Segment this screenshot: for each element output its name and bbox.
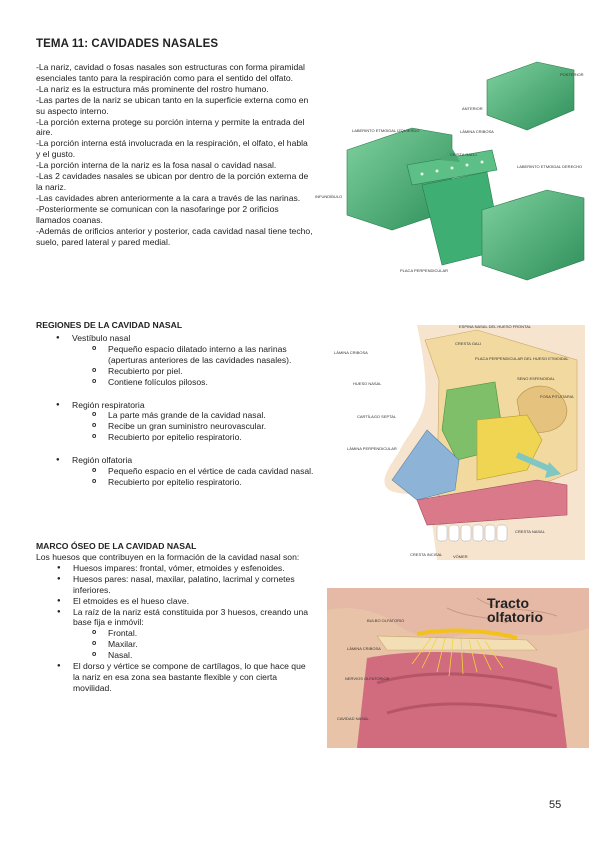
intro-paragraph: -Las cavidades abren anteriormente a la … (36, 192, 301, 203)
list-item: Pequeño espacio en el vértice de cada ca… (36, 466, 326, 477)
fig2-label-cresta-nasal: CRESTA NASAL (515, 529, 546, 534)
list-item: Recibe un gran suministro neurovascular. (36, 421, 326, 432)
ethmoid-illustration: POSTERIOR ANTERIOR LABERINTO ETMOIDAL IZ… (315, 61, 585, 281)
fig1-label-laberinto-der: LABERINTO ETMOIDAL DERECHO (517, 164, 582, 169)
region-respiratoria: Región respiratoria (36, 400, 326, 411)
fig2-label-lamina-cribosa: LÁMINA CRIBOSA (334, 350, 368, 355)
fig2-label-seno-esfenoidal: SENO ESFENOIDAL (517, 376, 556, 381)
list-item: Recubierto por epitelio respiratorio. (36, 432, 326, 443)
list-item: Huesos pares: nasal, maxilar, palatino, … (36, 574, 314, 596)
fig2-label-crista-galli: CRESTA GALI (455, 341, 481, 346)
list-item: Recubierto por epitelio respiratorio. (36, 477, 326, 488)
fig1-label-infundibulo: INFUNDÍBULO (315, 194, 342, 199)
fig2-label-vomer: VÓMER (453, 554, 468, 559)
bones-section: Los huesos que contribuyen en la formaci… (36, 552, 314, 694)
fig2-label-fosa-pituitaria: FOSA PITUITARIA (540, 394, 574, 399)
page-number: 55 (549, 799, 562, 811)
fig2-label-placa-perp: PLACA PERPENDICULAR DEL HUESO ETMOIDAL (475, 356, 569, 361)
intro-text: -La nariz, cavidad o fosas nasales son e… (36, 62, 314, 247)
list-item: El etmoides es el hueso clave. (36, 596, 314, 607)
intro-paragraph: -Las 2 cavidades nasales se ubican por d… (36, 171, 309, 192)
intro-paragraph: -La nariz, cavidad o fosas nasales son e… (36, 62, 305, 83)
bones-intro: Los huesos que contribuyen en la formaci… (36, 552, 300, 562)
region-vestibulo: Vestíbulo nasal (36, 333, 326, 344)
fig1-label-anterior: ANTERIOR (462, 106, 483, 111)
list-item: Nasal. (36, 650, 314, 661)
list-item: Recubierto por piel. (36, 366, 326, 377)
list-item: Pequeño espacio dilatado interno a las n… (36, 344, 326, 366)
intro-paragraph: -Posteriormente se comunican con la naso… (36, 203, 279, 225)
regions-heading: REGIONES DE LA CAVIDAD NASAL (36, 320, 183, 330)
fig2-label-cartilago-septal: CARTÍLAGO SEPTAL (357, 414, 397, 419)
intro-paragraph: -La porción externa protege su porción i… (36, 116, 305, 138)
fig3-label-nervios: NERVIOS OLFATORIOS (345, 676, 390, 681)
bones-heading: MARCO ÓSEO DE LA CAVIDAD NASAL (36, 541, 197, 551)
fig1-label-posterior: POSTERIOR (560, 72, 584, 77)
intro-paragraph: -Además de orificios anterior y posterio… (36, 225, 313, 247)
fig2-label-cresta-incisal: CRESTA INCISAL (410, 552, 443, 557)
list-item: La raíz de la nariz está constituida por… (36, 607, 314, 629)
intro-paragraph: -La porción interna está involucrada en … (36, 138, 308, 160)
fig1-label-crista-galli: CRISTA GALLI (450, 152, 477, 157)
fig3-label-bulbo: BULBO OLFATORIO (367, 618, 404, 623)
intro-paragraph: -Las partes de la nariz se ubican tanto … (36, 94, 309, 116)
fig3-title-tracto: Tracto (487, 595, 529, 611)
intro-paragraph: -La porción interna de la nariz es la fo… (36, 160, 277, 171)
list-item: El dorso y vértice se compone de cartíla… (36, 661, 314, 694)
list-item: Contiene folículos pilosos. (36, 377, 326, 388)
page-title: TEMA 11: CAVIDADES NASALES (36, 38, 219, 50)
region-olfatoria: Región olfatoria (36, 455, 326, 466)
fig3-label-cavidad: CAVIDAD NASAL (337, 716, 369, 721)
list-item: Maxilar. (36, 639, 314, 650)
fig1-label-lamina-cribosa: LÁMINA CRIBOSA (460, 129, 494, 134)
nasal-septum-illustration: ESPINA NASAL DEL HUESO FRONTAL LÁMINA CR… (334, 324, 585, 560)
list-item: Frontal. (36, 628, 314, 639)
fig2-label-hueso-nasal: HUESO NASAL (353, 381, 382, 386)
regions-list: Vestíbulo nasal Pequeño espacio dilatado… (36, 333, 326, 488)
fig2-label-espina-nasal: ESPINA NASAL DEL HUESO FRONTAL (459, 324, 532, 329)
fig2-label-lamina-perp: LÁMINA PERPENDICULAR (347, 446, 397, 451)
olfactory-tract-illustration: Tracto olfatorio BULBO OLFATORIO LÁMINA … (327, 588, 589, 748)
fig1-label-laberinto-izq: LABERINTO ETMOIDAL IZQUIERDO (352, 128, 419, 133)
intro-paragraph: -La nariz es la estructura más prominent… (36, 83, 269, 94)
fig1-label-placa-perp: PLACA PERPENDICULAR (400, 268, 448, 273)
fig3-title-olfatorio: olfatorio (487, 609, 543, 625)
list-item: La parte más grande de la cavidad nasal. (36, 410, 326, 421)
fig3-label-lamina: LÁMINA CRIBOSA (347, 646, 381, 651)
list-item: Huesos impares: frontal, vómer, etmoides… (36, 563, 314, 574)
